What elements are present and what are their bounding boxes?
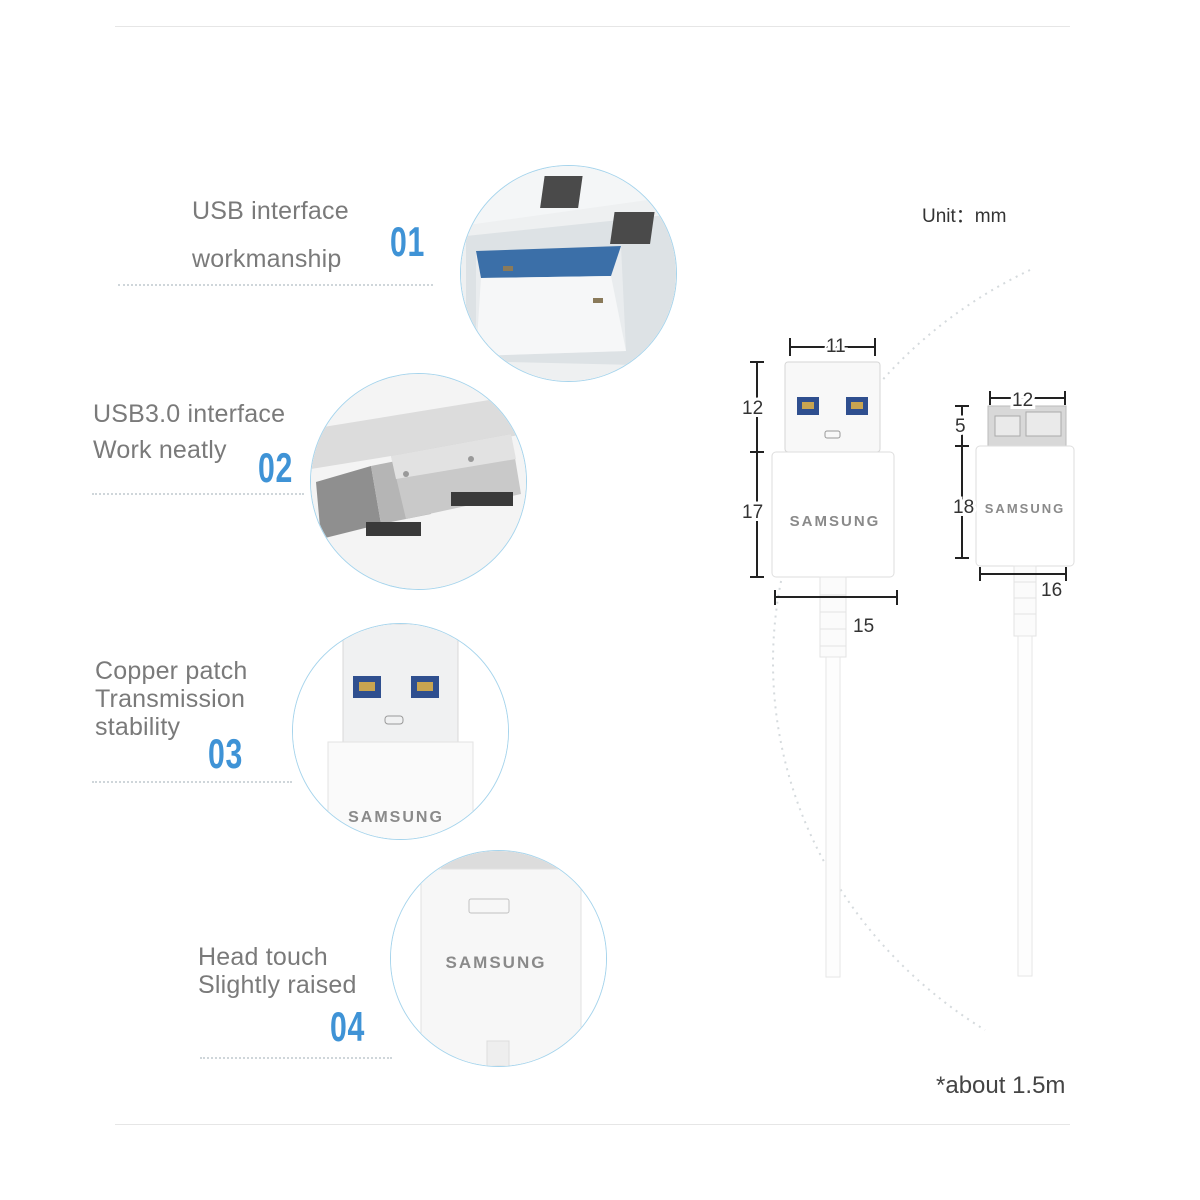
feature-04-label-line2: Slightly raised [198, 971, 357, 999]
feature-04-label-line1: Head touch [198, 943, 328, 971]
dim-micro-body-length: 18 [953, 497, 974, 518]
dim-usb-a-body-length: 17 [742, 502, 763, 523]
micro-b-head-closeup-image: SAMSUNG [391, 851, 606, 1066]
usb-a-brand: SAMSUNG [790, 513, 881, 530]
dim-usb-a-body-width: 15 [853, 616, 874, 637]
feature-04-brand: SAMSUNG [446, 953, 547, 972]
usb-a-plug-closeup-image: SAMSUNG [293, 624, 508, 839]
unit-label: Unit：mm [922, 206, 1007, 227]
cable-length-note: *about 1.5m [936, 1072, 1066, 1099]
top-divider [115, 26, 1070, 27]
usb-a-connector: SAMSUNG [771, 361, 895, 978]
dim-micro-body-width: 16 [1041, 580, 1062, 601]
cable-dimension-drawing: SAMSUNG SAMSUNG 11 12 17 [739, 333, 1075, 978]
feature-01-number: 01 [390, 218, 426, 265]
feature-04-divider [200, 1057, 392, 1059]
dim-usb-a-plug-length: 12 [742, 398, 763, 419]
dimension-lines [750, 338, 1067, 605]
feature-03-label-line1: Copper patch [95, 657, 248, 685]
usb3-micro-b-closeup-image [311, 374, 526, 589]
dim-micro-width: 12 [1012, 390, 1033, 411]
feature-01-closeup [460, 165, 677, 382]
micro-b-brand: SAMSUNG [985, 501, 1065, 516]
feature-02-label-line1: USB3.0 interface [93, 400, 286, 428]
feature-02-number: 02 [258, 444, 294, 491]
feature-02-label-line2: Work neatly [93, 436, 227, 464]
feature-01-divider [118, 284, 433, 286]
feature-02-closeup [310, 373, 527, 590]
usb-a-closeup-image [461, 166, 676, 381]
feature-01-label-line1: USB interface [192, 197, 349, 225]
dim-micro-plug-length: 5 [955, 416, 966, 437]
micro-b-connector: SAMSUNG [975, 405, 1075, 977]
feature-03-label-line2: Transmission [95, 685, 246, 713]
feature-03-closeup: SAMSUNG [292, 623, 509, 840]
feature-03-divider [92, 781, 292, 783]
feature-04-closeup: SAMSUNG [390, 850, 607, 1067]
feature-04-number: 04 [330, 1003, 366, 1050]
feature-01-label-line2: workmanship [192, 245, 342, 273]
feature-03-brand: SAMSUNG [348, 809, 444, 826]
dim-usb-a-width: 11 [826, 336, 846, 357]
feature-02-divider [92, 493, 304, 495]
bottom-divider [115, 1124, 1070, 1125]
feature-03-number: 03 [208, 730, 244, 777]
feature-03-label-line3: stability [95, 713, 181, 741]
